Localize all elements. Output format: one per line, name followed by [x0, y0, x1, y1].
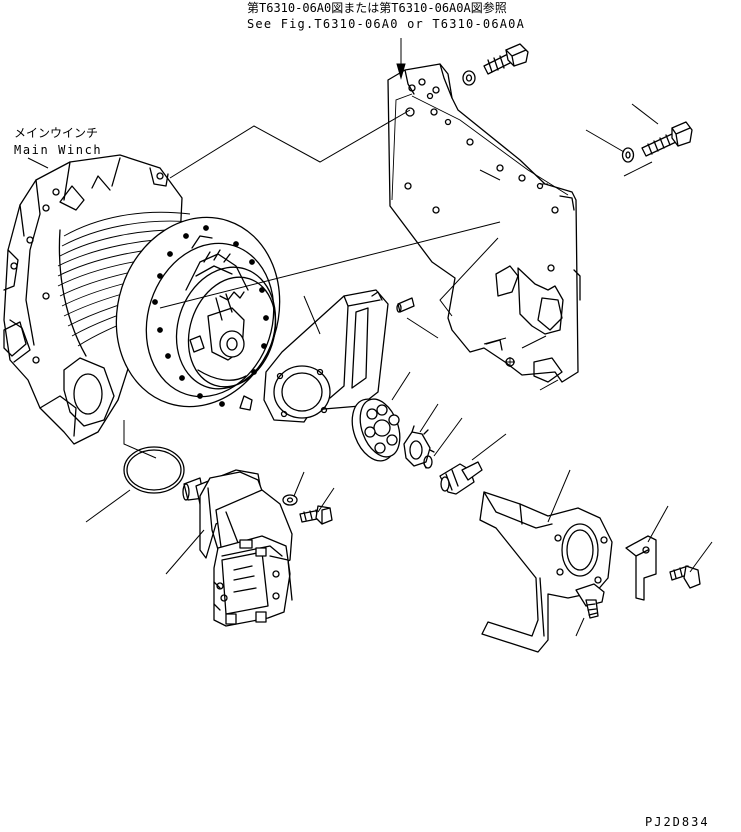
leader-lines — [27, 38, 713, 637]
bracket-bolt — [575, 583, 605, 619]
frame-plate — [387, 63, 581, 383]
snap-ring — [423, 455, 433, 469]
side-washer — [621, 147, 635, 163]
lower-bracket — [479, 491, 613, 653]
main-winch-label-english: Main Winch — [14, 143, 103, 157]
plate-bolt — [669, 565, 701, 589]
o-ring — [123, 446, 185, 494]
drawing-code: PJ2D834 — [645, 815, 710, 829]
upper-bolt — [483, 43, 529, 75]
reference-note-japanese: 第T6310-06A0図または第T6310-06A0A図参照 — [247, 1, 507, 15]
hydraulic-motor — [182, 469, 293, 627]
bearing — [351, 398, 401, 462]
sensor — [439, 461, 483, 495]
lock-nut — [403, 425, 435, 469]
upper-washer — [462, 70, 476, 86]
dowel-pin — [396, 297, 415, 313]
motor-washer — [282, 494, 298, 506]
main-winch — [3, 154, 281, 445]
side-bolt — [641, 121, 693, 157]
reference-note-english: See Fig.T6310-06A0 or T6310-06A0A — [247, 17, 526, 31]
small-plate — [625, 535, 657, 601]
motor-bracket — [263, 289, 389, 423]
main-winch-label-japanese: メインウインチ — [14, 126, 99, 140]
motor-bolt — [299, 505, 333, 525]
